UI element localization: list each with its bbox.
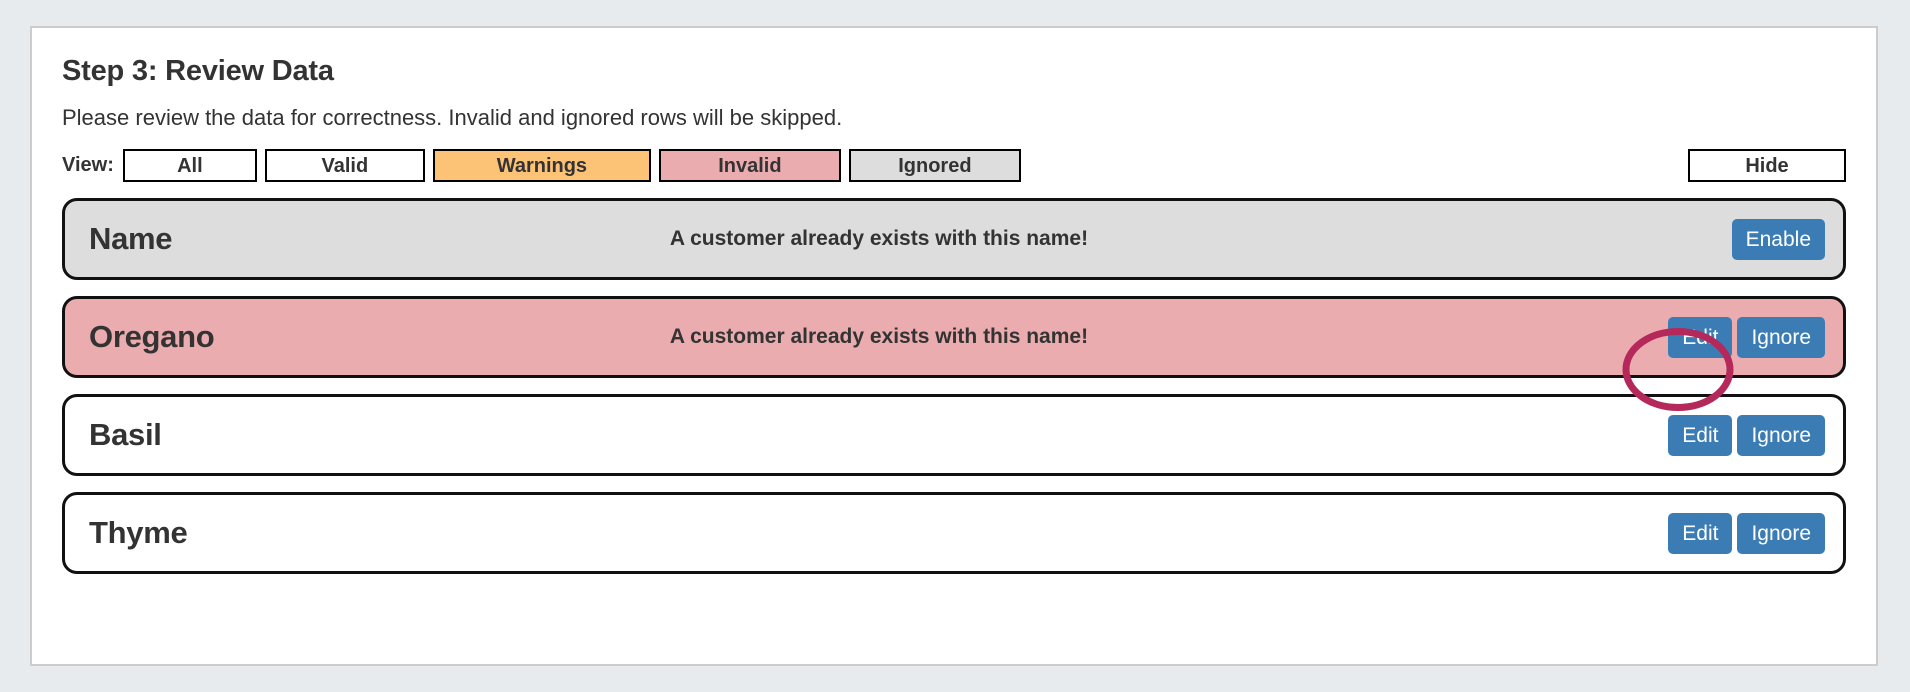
table-row[interactable]: Thyme Edit Ignore xyxy=(62,492,1846,574)
row-name: Name xyxy=(89,221,173,256)
hide-button[interactable]: Hide xyxy=(1688,149,1846,182)
table-row[interactable]: Name A customer already exists with this… xyxy=(62,198,1846,280)
edit-button[interactable]: Edit xyxy=(1668,316,1733,358)
row-actions: Enable xyxy=(1731,218,1825,260)
filter-button-ignored[interactable]: Ignored xyxy=(848,149,1021,182)
filter-button-all-label: All xyxy=(177,154,203,177)
filter-button-invalid[interactable]: Invalid xyxy=(658,149,841,182)
row-actions: Edit Ignore xyxy=(1668,414,1825,456)
ignore-button[interactable]: Ignore xyxy=(1737,512,1825,554)
filter-button-warnings-label: Warnings xyxy=(496,154,588,177)
filter-button-invalid-label: Invalid xyxy=(718,154,782,177)
edit-button[interactable]: Edit xyxy=(1668,512,1733,554)
hide-button-label: Hide xyxy=(1745,154,1789,177)
row-name: Basil xyxy=(89,417,162,452)
row-actions: Edit Ignore xyxy=(1668,512,1825,554)
review-rows-list: Name A customer already exists with this… xyxy=(62,198,1846,574)
ignore-button[interactable]: Ignore xyxy=(1737,316,1825,358)
table-row[interactable]: Oregano A customer already exists with t… xyxy=(62,296,1846,378)
filter-button-valid[interactable]: Valid xyxy=(264,149,425,182)
view-filter-bar: View: All Valid Warnings Invalid Ignored xyxy=(62,149,1846,182)
filter-button-ignored-label: Ignored xyxy=(898,154,972,177)
row-name: Thyme xyxy=(89,515,188,550)
row-name: Oregano xyxy=(89,319,215,354)
page-title: Step 3: Review Data xyxy=(62,55,334,87)
row-actions: Edit Ignore xyxy=(1668,316,1825,358)
filter-button-warnings[interactable]: Warnings xyxy=(432,149,651,182)
filter-button-all[interactable]: All xyxy=(122,149,257,182)
ignore-button[interactable]: Ignore xyxy=(1737,414,1825,456)
page-subtitle: Please review the data for correctness. … xyxy=(62,105,843,130)
filter-button-valid-label: Valid xyxy=(321,154,369,177)
card-content: Step 3: Review Data Please review the da… xyxy=(32,28,1876,574)
row-message: A customer already exists with this name… xyxy=(669,325,1089,348)
edit-button[interactable]: Edit xyxy=(1668,414,1733,456)
review-data-card: Step 3: Review Data Please review the da… xyxy=(30,26,1878,666)
view-filter-label: View: xyxy=(62,154,114,176)
table-row[interactable]: Basil Edit Ignore xyxy=(62,394,1846,476)
row-message: A customer already exists with this name… xyxy=(669,227,1089,250)
enable-button[interactable]: Enable xyxy=(1731,218,1825,260)
